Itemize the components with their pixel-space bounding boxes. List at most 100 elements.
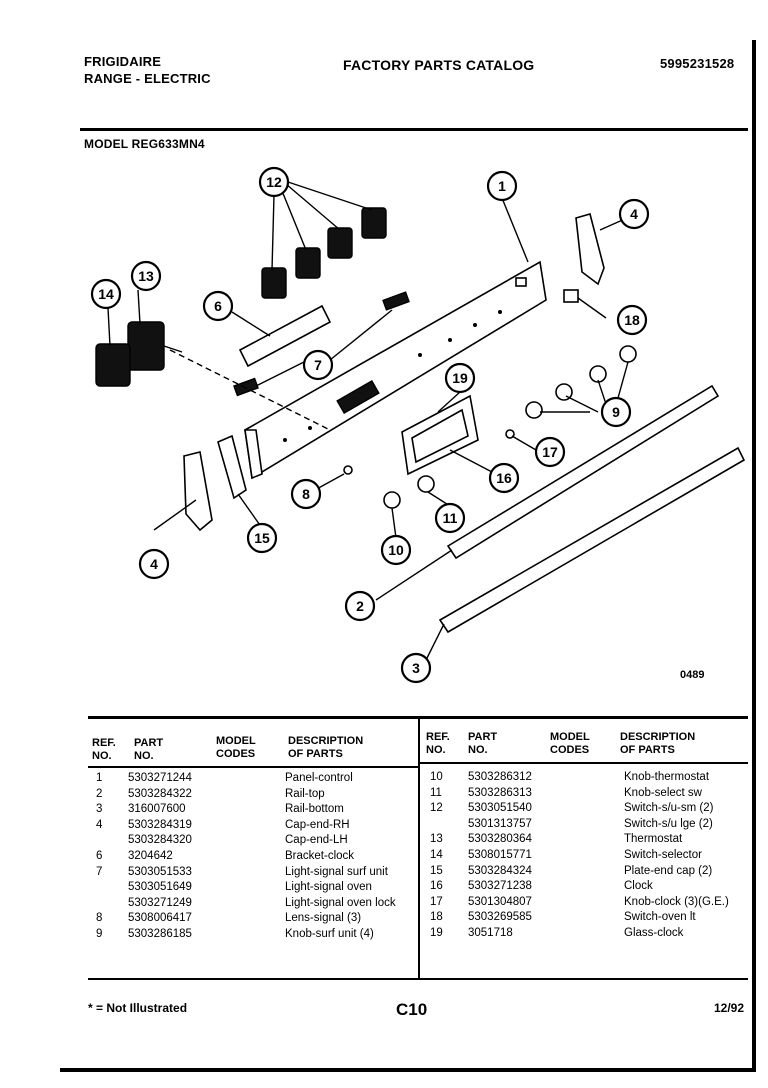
bottom-border <box>60 1068 756 1072</box>
plate-end-cap-part <box>217 434 247 500</box>
svg-text:16: 16 <box>496 470 512 486</box>
table-cell-desc: Knob-thermostat <box>624 771 710 783</box>
table-cell-ref: 6 <box>96 850 103 862</box>
table-cell-part: 5308006417 <box>128 912 192 925</box>
table-cell-ref: 12 <box>430 802 443 815</box>
table-cell-desc: Light-signal surf unit <box>285 865 388 878</box>
callout-13: 13 <box>130 260 162 292</box>
table-cell-desc: Lens-signal (3) <box>285 912 362 925</box>
table-cell-part: 3051718 <box>468 927 513 939</box>
callout-11: 11 <box>434 502 466 534</box>
table-cell-ref: 19 <box>430 927 443 939</box>
callout-12: 12 <box>258 166 290 198</box>
thermostat-and-selector-parts <box>95 321 183 387</box>
table-cell-part: 5301304807 <box>468 895 532 908</box>
table-cell-ref: 10 <box>430 771 443 783</box>
table-cell-part: 5303280364 <box>468 833 532 846</box>
table-cell-part: 5308015771 <box>468 849 532 861</box>
end-cap-lh-part <box>183 451 213 532</box>
oven-light-switch-part <box>563 289 579 303</box>
leader-lines <box>107 181 637 661</box>
table-cell-desc: Knob-surf unit (4) <box>285 928 374 940</box>
col-ref-header-left: REF.NO. <box>92 737 116 762</box>
callout-9: 9 <box>600 396 632 428</box>
table-cell-part: 5303051533 <box>128 865 192 878</box>
svg-text:19: 19 <box>452 370 468 386</box>
table-cell-part: 5303284322 <box>128 787 192 800</box>
svg-text:15: 15 <box>254 530 270 546</box>
table-cell-desc: Switch-oven lt <box>624 911 696 924</box>
table-cell-ref: 3 <box>96 803 103 816</box>
header-rule <box>80 128 748 131</box>
svg-text:1: 1 <box>498 178 506 194</box>
svg-text:10: 10 <box>388 542 404 558</box>
callout-10: 10 <box>380 534 412 566</box>
table-cell-desc: Switch-s/u lge (2) <box>624 817 713 830</box>
callout-3: 3 <box>400 652 432 684</box>
callout-14: 14 <box>90 278 122 310</box>
svg-text:18: 18 <box>624 312 640 328</box>
table-cell-desc: Panel-control <box>285 772 353 784</box>
left-header-rule <box>88 766 418 768</box>
catalog-title: FACTORY PARTS CATALOG <box>343 57 535 73</box>
table-cell-ref: 9 <box>96 928 103 940</box>
table-cell-ref: 17 <box>430 895 443 908</box>
table-cell-desc: Knob-clock (3)(G.E.) <box>624 895 729 908</box>
table-cell-part: 5303286312 <box>468 771 532 783</box>
callout-4-right: 4 <box>618 198 650 230</box>
callout-7: 7 <box>302 349 334 381</box>
table-cell-desc: Rail-top <box>285 787 325 800</box>
table-cell-part: 5303271249 <box>128 896 192 909</box>
svg-text:13: 13 <box>138 268 154 284</box>
table-cell-desc: Switch-selector <box>624 849 702 861</box>
end-cap-rh-part <box>575 213 605 286</box>
svg-text:8: 8 <box>302 486 310 502</box>
table-cell-desc: Light-signal oven lock <box>285 896 396 909</box>
callout-6: 6 <box>202 290 234 322</box>
col-ref-header-right: REF.NO. <box>426 731 450 756</box>
table-cell-desc: Bracket-clock <box>285 850 355 862</box>
svg-text:12: 12 <box>266 174 282 190</box>
diagram-code: 0489 <box>680 669 704 681</box>
table-cell-ref: 18 <box>430 911 443 924</box>
exploded-parts-diagram: 1 2 3 4 4 6 7 8 9 10 11 12 13 14 15 16 1… <box>90 166 746 684</box>
table-cell-desc: Plate-end cap (2) <box>624 864 713 877</box>
table-cell-part: 5301313757 <box>468 817 532 830</box>
callout-17: 17 <box>534 436 566 468</box>
table-cell-desc: Switch-s/u-sm (2) <box>624 802 714 815</box>
callout-18: 18 <box>616 304 648 336</box>
table-cell-ref: 2 <box>96 787 103 800</box>
svg-text:6: 6 <box>214 298 222 314</box>
svg-text:14: 14 <box>98 286 114 302</box>
brand-name: FRIGIDAIRE <box>84 54 162 69</box>
catalog-number: 5995231528 <box>660 56 735 71</box>
model-label: MODEL REG633MN4 <box>84 137 205 151</box>
svg-text:9: 9 <box>612 404 620 420</box>
light-signal-parts <box>233 291 410 397</box>
table-top-rule <box>88 716 748 719</box>
callout-1: 1 <box>486 170 518 202</box>
svg-text:3: 3 <box>412 660 420 676</box>
svg-text:7: 7 <box>314 357 322 373</box>
table-cell-ref: 13 <box>430 833 443 846</box>
table-cell-desc: Cap-end-LH <box>285 834 348 847</box>
table-cell-part: 5303051540 <box>468 802 532 815</box>
table-cell-desc: Thermostat <box>624 833 683 846</box>
table-cell-desc: Light-signal oven <box>285 881 372 894</box>
page-number: C10 <box>396 1000 428 1019</box>
switch-parts <box>261 207 387 299</box>
table-cell-part: 5303284324 <box>468 864 532 877</box>
table-cell-desc: Cap-end-RH <box>285 818 350 831</box>
rail-top-part <box>446 384 720 560</box>
table-cell-desc: Clock <box>624 880 653 893</box>
table-cell-desc: Knob-select sw <box>624 786 702 799</box>
table-cell-part: 5303271244 <box>128 772 192 784</box>
table-cell-ref: 4 <box>96 818 103 831</box>
svg-text:17: 17 <box>542 444 558 460</box>
table-cell-ref: 15 <box>430 864 443 877</box>
table-cell-part: 5303286185 <box>128 928 192 940</box>
table-cell-part: 5303284320 <box>128 834 192 847</box>
